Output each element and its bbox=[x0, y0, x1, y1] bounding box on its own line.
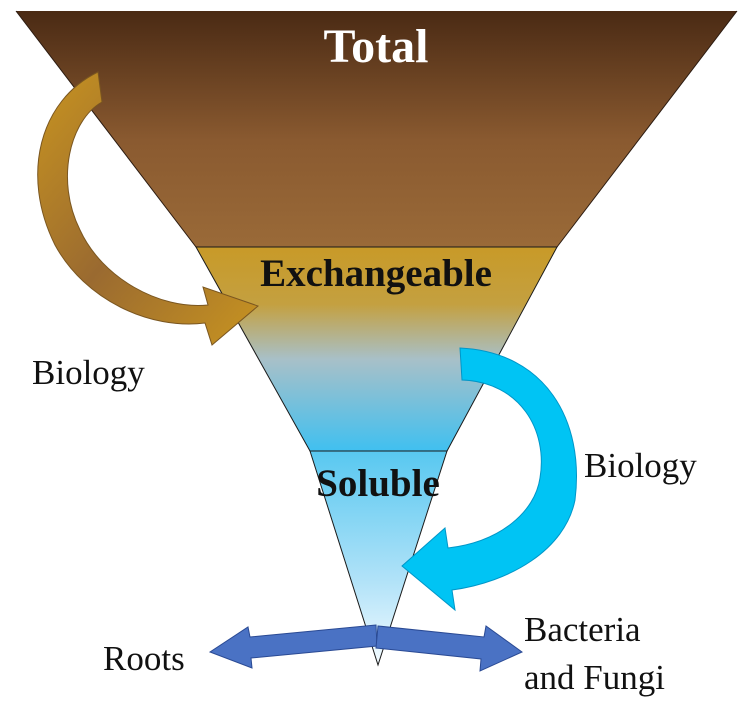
right-biology-label: Biology bbox=[584, 446, 697, 485]
left-biology-cycle-arrow bbox=[37, 71, 259, 346]
bacteria-fungi-arrow bbox=[375, 625, 523, 672]
total-layer-outline-right bbox=[556, 10, 738, 248]
left-biology-label: Biology bbox=[32, 353, 145, 392]
roots-arrow bbox=[208, 624, 378, 669]
exchangeable-label: Exchangeable bbox=[260, 252, 492, 295]
total-layer-outline-left bbox=[15, 10, 197, 248]
bacteria-label: Bacteria bbox=[524, 610, 641, 649]
fungi-label: and Fungi bbox=[524, 658, 665, 697]
roots-label: Roots bbox=[103, 639, 185, 678]
total-layer bbox=[16, 11, 737, 247]
total-label: Total bbox=[324, 20, 429, 73]
soluble-label: Soluble bbox=[316, 462, 440, 505]
right-biology-cycle-arrow bbox=[401, 347, 577, 612]
